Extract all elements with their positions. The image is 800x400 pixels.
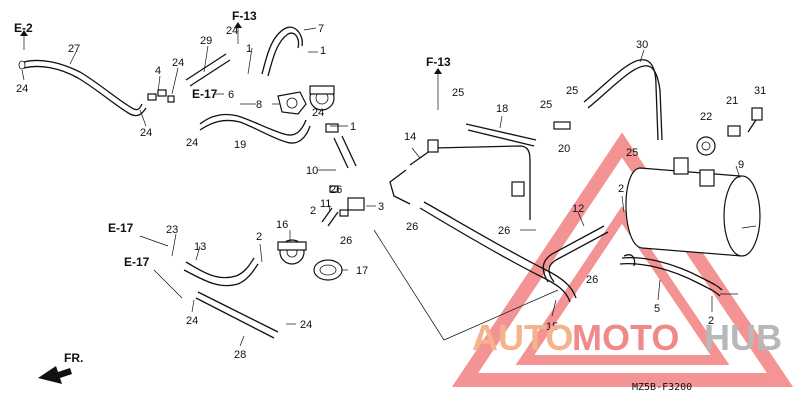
hose-12 bbox=[542, 225, 609, 283]
pipe-11 bbox=[321, 207, 339, 227]
bracket-8 bbox=[277, 91, 307, 115]
part-label-7: 7 bbox=[318, 23, 324, 35]
part-label-2: 2 bbox=[310, 205, 316, 217]
joint-3 bbox=[329, 185, 365, 217]
part-label-22: 22 bbox=[700, 111, 712, 123]
part-label-11: 11 bbox=[320, 198, 331, 210]
watermark-triangle bbox=[451, 132, 794, 387]
part-label-25: 25 bbox=[540, 99, 552, 111]
bolt-31 bbox=[747, 107, 763, 133]
part-label-27: 27 bbox=[68, 43, 80, 55]
part-label-26: 26 bbox=[406, 221, 418, 233]
hose-15 bbox=[419, 201, 577, 303]
watermark-moto: MOTO bbox=[572, 317, 679, 358]
ref-arrows bbox=[20, 22, 442, 384]
diagram-code: MZ5B-F3200 bbox=[632, 382, 692, 393]
part-label-10: 10 bbox=[306, 165, 318, 177]
valve-6 bbox=[309, 85, 335, 111]
part-label-20: 20 bbox=[558, 143, 570, 155]
part-label-14: 14 bbox=[404, 131, 416, 143]
hose-5 bbox=[619, 254, 723, 297]
canister-9 bbox=[625, 157, 761, 257]
hose-18 bbox=[465, 123, 537, 147]
part-label-15: 15 bbox=[546, 321, 558, 333]
part-label-26: 26 bbox=[340, 235, 352, 247]
clamp-4 bbox=[147, 89, 175, 103]
part-label-23: 23 bbox=[166, 224, 178, 236]
part-label-2: 2 bbox=[618, 183, 624, 195]
part-label-29: 29 bbox=[200, 35, 212, 47]
part-label-3: 3 bbox=[378, 201, 384, 213]
part-label-5: 5 bbox=[654, 303, 660, 315]
part-label-2: 2 bbox=[708, 315, 714, 327]
part-label-24: 24 bbox=[140, 127, 152, 139]
joint-20 bbox=[553, 121, 571, 130]
part-label-19: 19 bbox=[234, 139, 246, 151]
part-label-6: 6 bbox=[228, 89, 234, 101]
part-label-13: 13 bbox=[194, 241, 206, 253]
part-label-24: 24 bbox=[186, 315, 198, 327]
hose-28 bbox=[195, 291, 279, 339]
hose-19 bbox=[199, 113, 311, 144]
part-label-18: 18 bbox=[496, 103, 508, 115]
bracket-17 bbox=[313, 259, 343, 281]
hose-13 bbox=[183, 257, 259, 287]
part-label-9: 9 bbox=[738, 159, 744, 171]
part-label-24: 24 bbox=[226, 25, 238, 37]
part-label-17: 17 bbox=[356, 265, 368, 277]
ref-e17-c: E-17 bbox=[124, 255, 150, 269]
watermark-hub: HUB bbox=[704, 317, 782, 358]
part-label-21: 21 bbox=[726, 95, 738, 107]
pipe-14 bbox=[389, 139, 531, 220]
fr-arrow-icon bbox=[38, 366, 72, 384]
part-label-8: 8 bbox=[256, 99, 262, 111]
hose-27 bbox=[18, 59, 147, 117]
part-label-31: 31 bbox=[754, 85, 766, 97]
ref-e17-b: E-17 bbox=[108, 221, 134, 235]
part-label-30: 30 bbox=[636, 39, 648, 51]
ref-f13-mid: F-13 bbox=[426, 55, 451, 69]
part-label-24: 24 bbox=[312, 107, 324, 119]
part-label-28: 28 bbox=[234, 349, 246, 361]
part-label-2: 2 bbox=[256, 231, 262, 243]
part-labels: 27 24 24 4 24 29 24 1 7 1 6 8 24 1 24 19… bbox=[16, 23, 766, 361]
valve-16 bbox=[277, 239, 307, 265]
hose-7 bbox=[261, 26, 303, 77]
part-label-12: 12 bbox=[572, 203, 584, 215]
part-label-1: 1 bbox=[320, 45, 326, 57]
part-label-24: 24 bbox=[186, 137, 198, 149]
part-label-1: 1 bbox=[246, 43, 252, 55]
hose-29 bbox=[185, 53, 231, 87]
part-label-25: 25 bbox=[566, 85, 578, 97]
watermark-logo: AUTO MOTO HUB bbox=[472, 317, 782, 358]
part-label-1: 1 bbox=[350, 121, 356, 133]
part-label-25: 25 bbox=[626, 147, 638, 159]
part-label-25: 25 bbox=[452, 87, 464, 99]
ref-fr: FR. bbox=[64, 351, 83, 365]
part-label-26: 26 bbox=[330, 184, 342, 196]
hose-30 bbox=[583, 59, 663, 141]
bolt-21 bbox=[727, 125, 741, 137]
ref-e2: E-2 bbox=[14, 21, 33, 35]
hose-10 bbox=[325, 123, 357, 169]
part-label-24: 24 bbox=[300, 319, 312, 331]
part-label-26: 26 bbox=[498, 225, 510, 237]
part-label-16: 16 bbox=[276, 219, 288, 231]
part-label-24: 24 bbox=[16, 83, 28, 95]
leader-lines bbox=[21, 27, 741, 347]
part-label-24: 24 bbox=[172, 57, 184, 69]
part-label-4: 4 bbox=[155, 65, 161, 77]
ref-e17-a: E-17 bbox=[192, 87, 218, 101]
ref-f13-top: F-13 bbox=[232, 9, 257, 23]
grommet-22 bbox=[696, 136, 716, 156]
part-label-26: 26 bbox=[586, 274, 598, 286]
watermark-auto: AUTO bbox=[472, 317, 573, 358]
